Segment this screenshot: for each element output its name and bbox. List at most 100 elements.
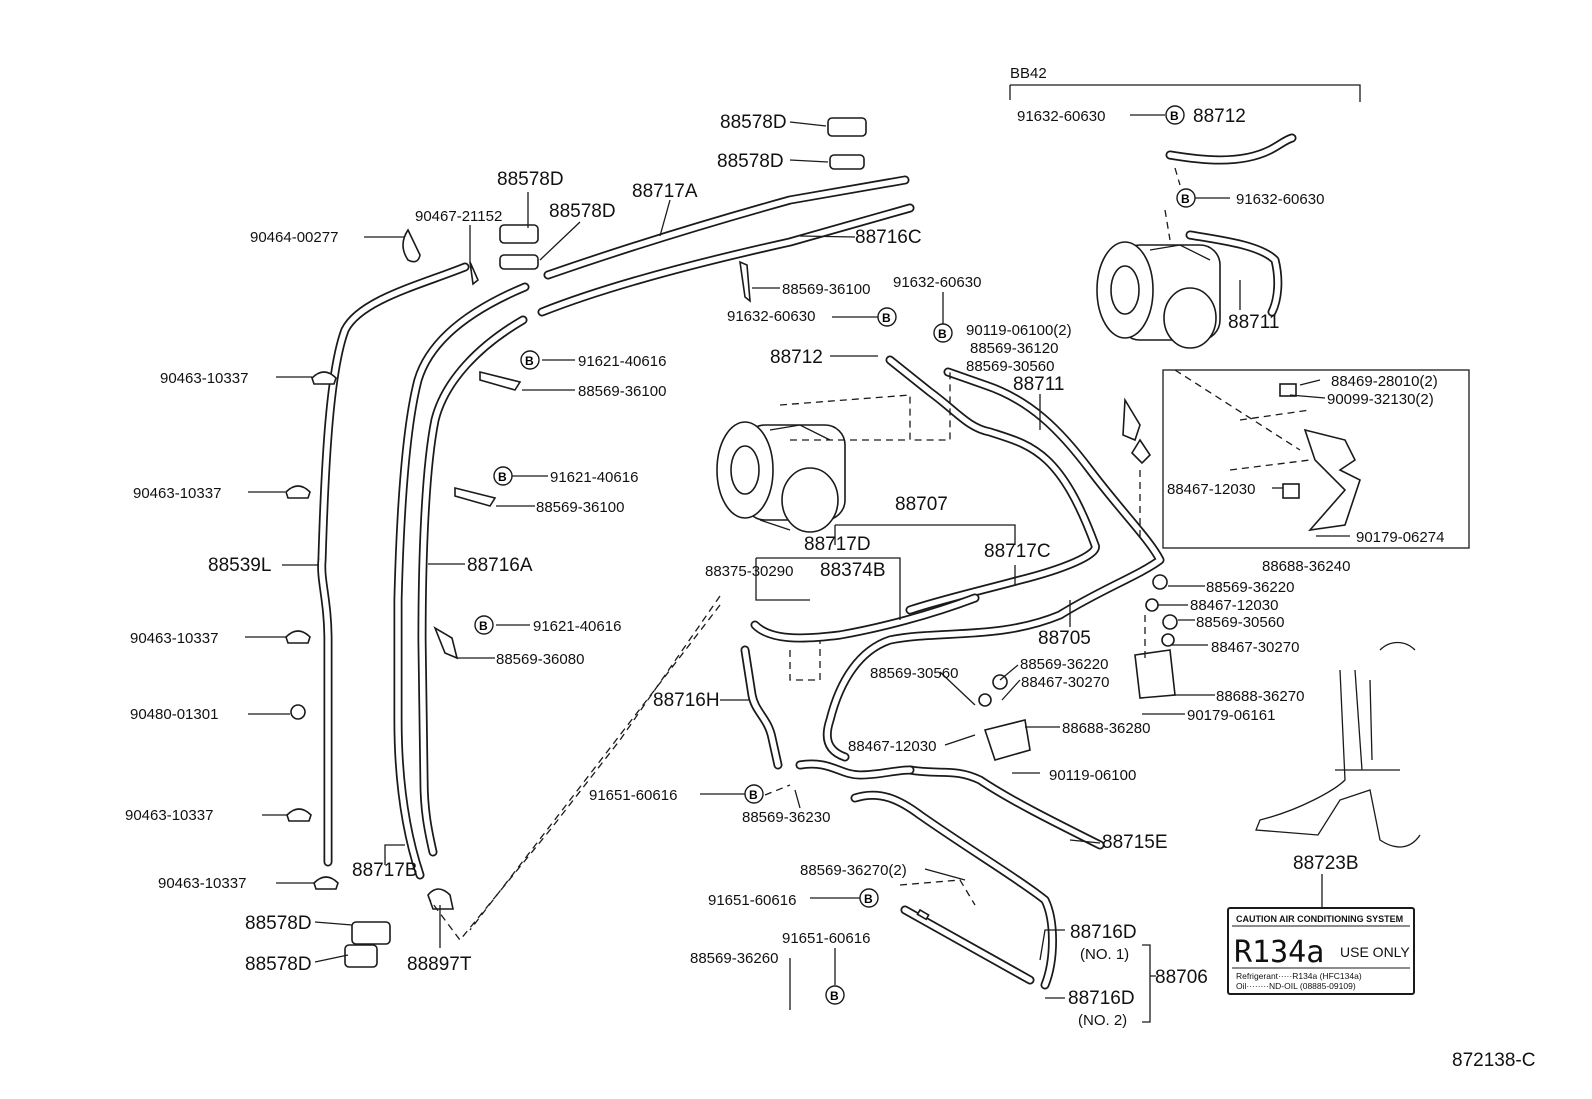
part-label: 91621-40616: [578, 353, 666, 370]
part-label: 88705: [1038, 628, 1091, 649]
body-panel-sketch: [1255, 641, 1421, 848]
svg-text:B: B: [749, 788, 758, 802]
part-label: 91632-60630: [727, 308, 815, 325]
part-label: 88569-36080: [496, 651, 584, 668]
part-label: 88467-30270: [1021, 674, 1109, 691]
part-label: 90179-06274: [1356, 529, 1444, 546]
part-label: 88578D: [245, 954, 312, 975]
part-label: 90463-10337: [158, 875, 246, 892]
part-label: 88717A: [632, 181, 698, 202]
bolt-b-icon: B: [859, 888, 879, 908]
hose-88717B: [393, 282, 530, 880]
part-label: 88578D: [720, 112, 787, 133]
part-label: 88578D: [245, 913, 312, 934]
bolt-b-icon: B: [520, 350, 540, 370]
part-label: (NO. 1): [1080, 946, 1129, 963]
part-label: 88712: [770, 347, 823, 368]
svg-text:B: B: [498, 470, 507, 484]
bracket-88688-36280: [983, 719, 1031, 761]
part-label: 88374B: [820, 560, 886, 581]
svg-text:B: B: [479, 619, 488, 633]
receiver-tube: [916, 908, 930, 921]
part-label: 88569-36270(2): [800, 862, 907, 879]
part-label: 88375-30290: [705, 563, 793, 580]
svg-text:B: B: [1181, 192, 1190, 206]
part-label: 90464-00277: [250, 229, 338, 246]
bolt-b-icon: B: [744, 784, 764, 804]
pipe-88716D-no1: [850, 790, 1057, 990]
hose-88711-bb42: [1185, 230, 1283, 317]
part-label: 91632-60630: [1017, 108, 1105, 125]
part-label: 90463-10337: [133, 485, 221, 502]
part-label: 88688-36280: [1062, 720, 1150, 737]
pipe-88716D-no2: [900, 905, 1035, 985]
bolt-b-icon: B: [825, 985, 845, 1005]
pipe-88715E: [905, 765, 1105, 850]
part-label: 88569-36230: [742, 809, 830, 826]
bracket-88688-36240: [1303, 428, 1361, 532]
bracket-88688-36270: [1134, 649, 1176, 699]
part-label: 88712: [1193, 106, 1246, 127]
pipe-88716H: [740, 645, 783, 770]
part-label: 88578D: [549, 201, 616, 222]
part-label: 88716A: [467, 555, 533, 576]
part-label: 88569-36220: [1206, 579, 1294, 596]
part-label: 88569-36100: [578, 383, 666, 400]
hose-88716A: [417, 315, 528, 857]
part-label: 88706: [1155, 967, 1208, 988]
part-labels: 88578D 88578D 88578D 88578D 88717A 88716…: [125, 65, 1535, 1071]
part-label: 88469-28010(2): [1331, 373, 1438, 390]
part-label: 91651-60616: [589, 787, 677, 804]
part-label: 88569-30560: [1196, 614, 1284, 631]
part-label: (NO. 2): [1078, 1012, 1127, 1029]
detail-box: [1162, 369, 1470, 549]
part-label: 88716C: [855, 227, 922, 248]
part-label: 88467-30270: [1211, 639, 1299, 656]
label-plate-text: CAUTION AIR CONDITIONING SYSTEM R134a US…: [1234, 914, 1410, 991]
svg-text:CAUTION AIR CONDITIONING SYS: CAUTION AIR CONDITIONING SYSTEM: [1236, 914, 1403, 924]
part-label: 91632-60630: [893, 274, 981, 291]
hose-88712-bb42: [1165, 133, 1297, 165]
bolt-b-icon: B: [933, 323, 953, 343]
bolt-b-icon: B: [1176, 188, 1196, 208]
hose-88712-main: [885, 355, 1100, 615]
part-label: 91632-60630: [1236, 191, 1324, 208]
bolt-b-icon: B: [1165, 105, 1185, 125]
part-label: 88897T: [407, 954, 472, 975]
part-label: 88715E: [1102, 832, 1168, 853]
part-label: 88569-36260: [690, 950, 778, 967]
part-label: 88539L: [208, 555, 271, 576]
svg-text:B: B: [1170, 109, 1179, 123]
part-label: 90119-06100: [1049, 767, 1136, 784]
svg-text:Oil········ND-OIL (08885-09109: Oil········ND-OIL (08885-09109): [1236, 981, 1356, 991]
part-label: 88467-12030: [848, 738, 936, 755]
dashed-reference-lines: [429, 167, 1311, 942]
part-label: 88467-12030: [1167, 481, 1255, 498]
part-label: 88569-30560: [966, 358, 1054, 375]
grommet-icons-left: [285, 371, 339, 890]
part-label: 88711: [1013, 374, 1064, 395]
hose-88711-main: [822, 367, 1165, 762]
part-label: 88578D: [717, 151, 784, 172]
part-label: 90119-06100(2): [966, 322, 1072, 339]
clamp-icons-left: [344, 117, 867, 968]
part-label: 88716D: [1068, 988, 1135, 1009]
part-label: 90480-01301: [130, 706, 218, 723]
part-label: 90467-21152: [415, 208, 502, 225]
part-label: 91621-40616: [533, 618, 621, 635]
part-label: 88578D: [497, 169, 564, 190]
part-label: 88723B: [1293, 853, 1359, 874]
pipe-88717A: [543, 175, 910, 280]
part-label: 91651-60616: [708, 892, 796, 909]
diagram-id: 872138-C: [1452, 1050, 1535, 1071]
part-label: 88711: [1228, 312, 1279, 333]
part-label: 88707: [895, 494, 948, 515]
bolt-b-icon: B: [474, 615, 494, 635]
part-label: 90463-10337: [125, 807, 213, 824]
bolt-icons: B B B B B B B B B B: [474, 105, 1196, 1005]
part-label: 88688-36270: [1216, 688, 1304, 705]
part-label: BB42: [1010, 65, 1047, 82]
part-label: 90463-10337: [130, 630, 218, 647]
svg-text:USE ONLY: USE ONLY: [1340, 944, 1410, 960]
